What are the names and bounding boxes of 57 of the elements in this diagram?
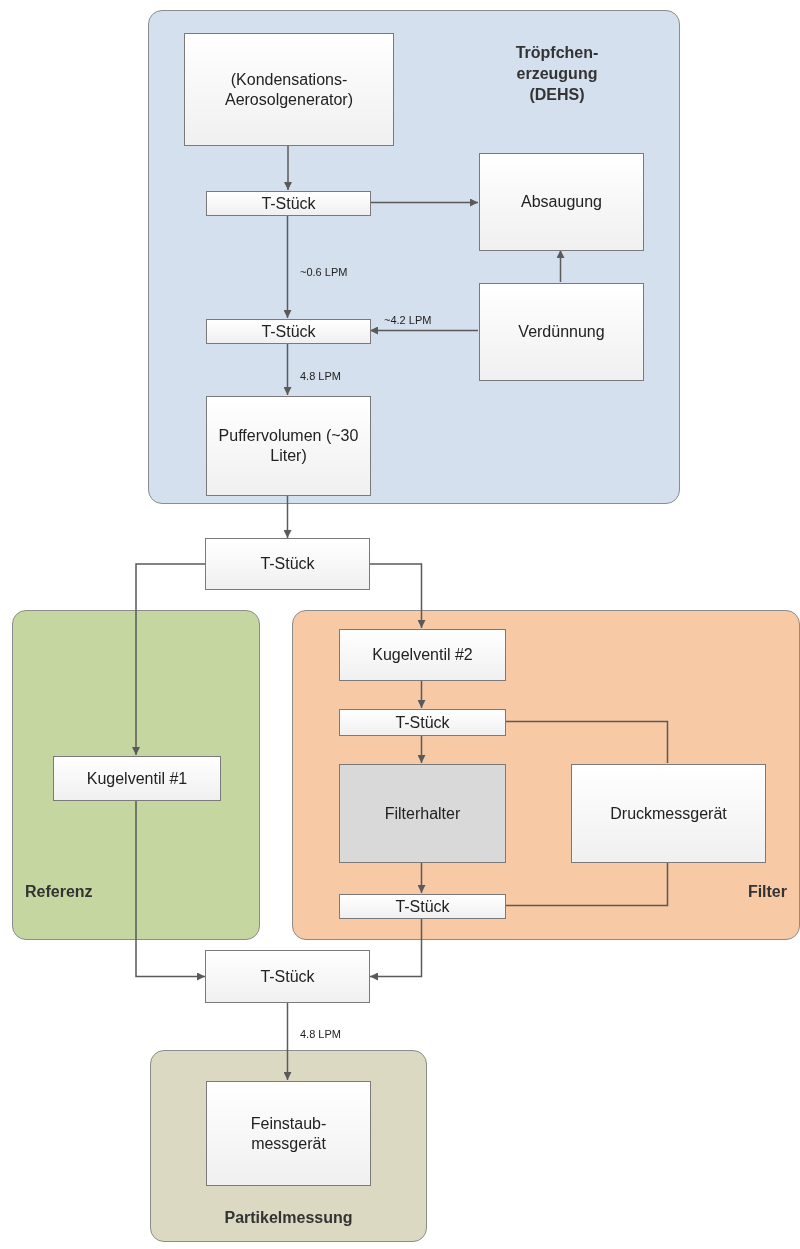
process-box (479, 153, 644, 251)
connector-arrow (417, 679, 426, 709)
box-label: Puffervolumen (~30 Liter) (217, 426, 360, 466)
group-panel (12, 610, 260, 940)
process-box (339, 629, 506, 681)
process-box (206, 1081, 371, 1186)
connector-arrow (369, 917, 423, 981)
connector-arrow (283, 494, 292, 539)
process-box (571, 764, 766, 863)
connector-arrow (369, 326, 479, 335)
process-box (205, 538, 370, 590)
connector-arrow (284, 144, 292, 191)
group-title: Partikelmessung (223, 1208, 354, 1229)
process-box (206, 396, 371, 496)
connector-arrow (283, 1002, 292, 1081)
box-label: Kugelventil #2 (372, 645, 473, 665)
box-label: Feinstaub- messgerät (249, 1113, 328, 1154)
edge-label: 4.8 LPM (300, 1028, 341, 1040)
connector-arrow (135, 799, 206, 981)
process-box (479, 283, 644, 381)
box-label: T-Stück (261, 193, 316, 214)
group-title: Referenz (25, 882, 93, 903)
group-panel (148, 10, 680, 504)
connector-arrow (283, 214, 292, 319)
group-title: Filter (747, 882, 787, 903)
group-panel (150, 1050, 427, 1242)
box-label: T-Stück (260, 966, 315, 987)
edge-label: ~4.2 LPM (384, 314, 432, 326)
connector-arrow (369, 198, 479, 207)
process-box (339, 894, 506, 919)
connector-arrow (417, 734, 426, 764)
edge-label: 4.8 LPM (300, 370, 341, 382)
group-panel (292, 610, 800, 940)
connector-arrow (556, 249, 565, 283)
connector-arrow (369, 563, 426, 629)
edge-label: ~0.6 LPM (300, 266, 348, 278)
box-label: (Kondensations- Aerosolgenerator) (223, 69, 355, 110)
box-label: Filterhalter (384, 803, 461, 824)
box-label: Verdünnung (518, 322, 605, 342)
connector-arrow (417, 861, 426, 894)
box-label: T-Stück (395, 712, 450, 733)
box-label: Druckmessgerät (610, 803, 727, 824)
connector-arrow (132, 563, 206, 756)
process-box (184, 33, 394, 146)
process-box (339, 709, 506, 736)
connector-arrow (283, 342, 292, 396)
group-title: Tröpfchen- erzeugung (DEHS) (514, 43, 600, 105)
box-label: Absaugung (521, 192, 602, 212)
box-label: T-Stück (395, 896, 450, 917)
box-label: T-Stück (260, 554, 315, 574)
box-label: T-Stück (261, 321, 316, 342)
process-box (206, 319, 371, 344)
process-box (53, 756, 221, 801)
process-box (339, 764, 506, 863)
process-box (206, 191, 371, 216)
process-box (205, 950, 370, 1003)
box-label: Kugelventil #1 (86, 768, 188, 789)
